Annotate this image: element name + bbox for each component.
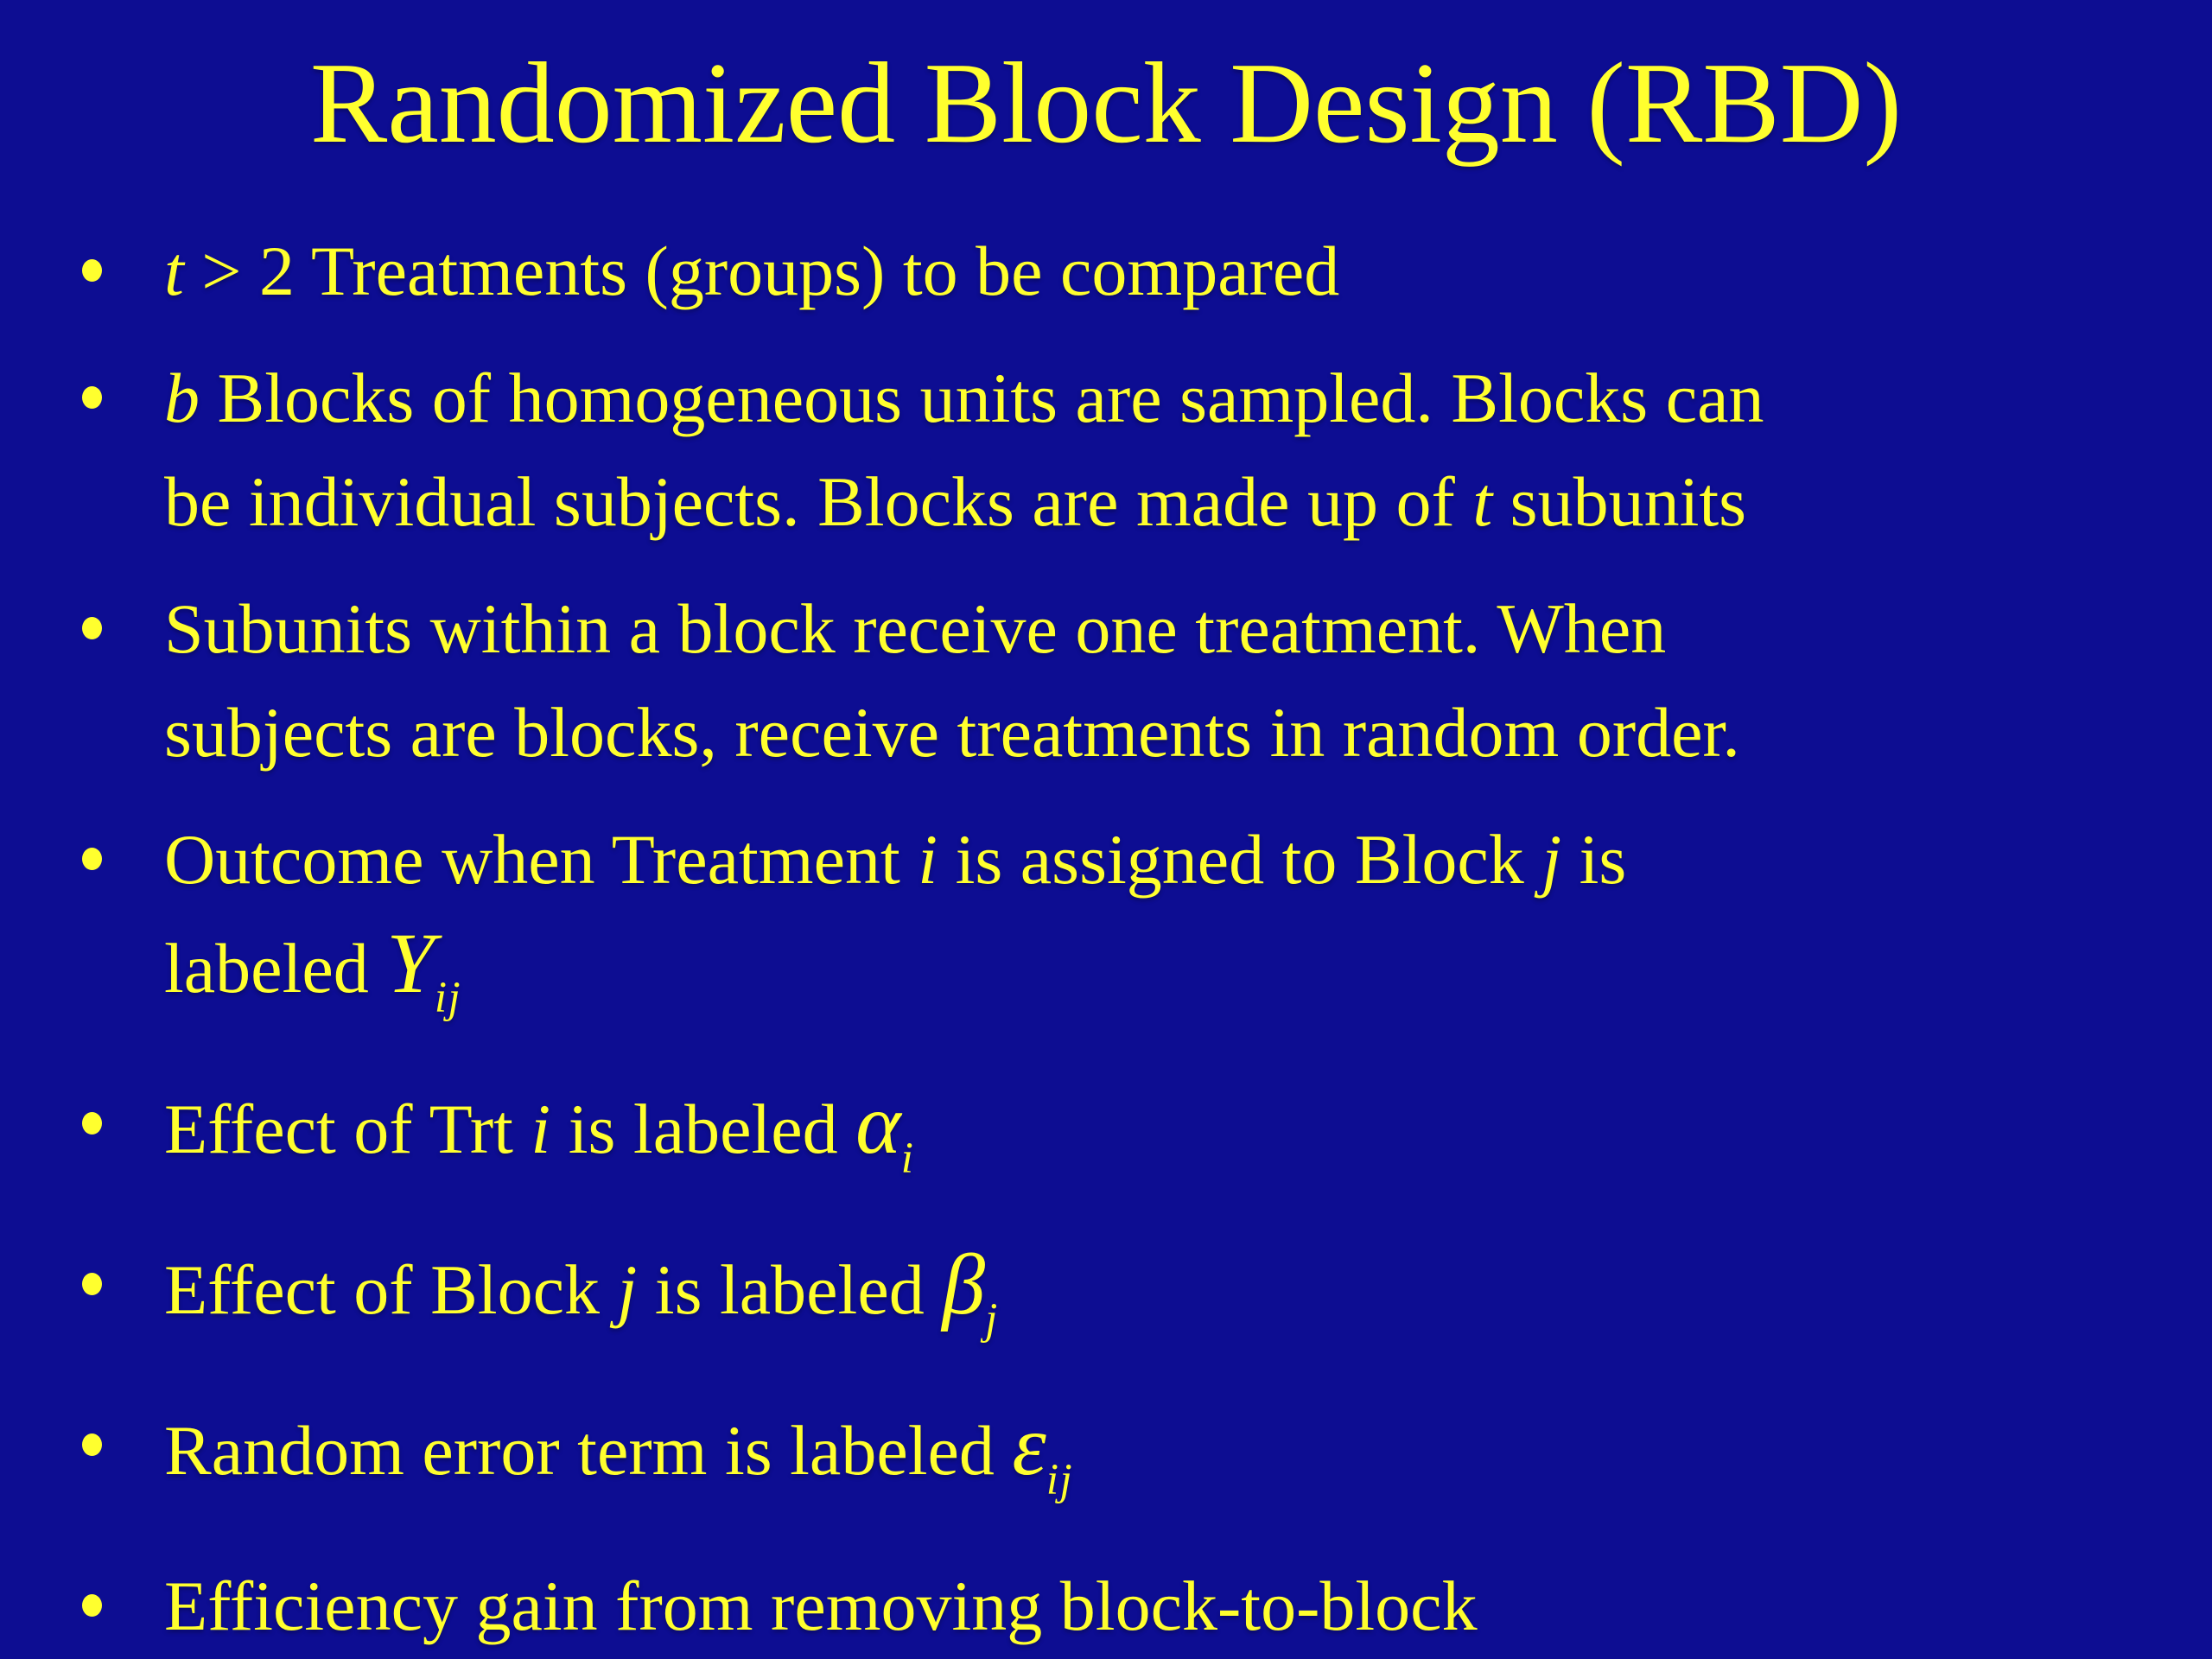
bullet-dot: [82, 1272, 102, 1295]
bullet-item: b Blocks of homogeneous units are sample…: [82, 346, 2145, 554]
variable-italic: i: [531, 1089, 551, 1168]
bullet-dot: [82, 617, 102, 639]
bullet-dot: [82, 259, 102, 282]
equation-variable: β: [942, 1236, 986, 1332]
slide-title: Randomized Block Design (RBD): [309, 39, 1903, 167]
bullet-text: Efficiency gain from removing block-to-b…: [164, 1567, 1478, 1659]
text-segment: Efficiency gain from removing block-to-b…: [164, 1566, 1478, 1645]
text-segment: Random error term is labeled: [164, 1410, 1013, 1490]
bullet-list: t > 2 Treatments (groups) to be compared…: [82, 219, 2145, 1659]
text-segment: be individual subjects. Blocks are made …: [164, 462, 1473, 541]
variable-italic: t: [1472, 462, 1493, 541]
text-segment: is: [1561, 820, 1627, 899]
bullet-item: Effect of Block j is labeled βj: [82, 1233, 2145, 1370]
variable-italic: j: [1541, 820, 1562, 899]
text-segment: is assigned to Block: [938, 820, 1542, 899]
text-segment: Subunits within a block receive one trea…: [164, 589, 1667, 668]
text-segment: > 2 Treatments (groups) to be compared: [183, 232, 1340, 310]
bullet-text: Effect of Block j is labeled βj: [164, 1236, 999, 1343]
variable-italic: j: [617, 1249, 638, 1329]
bullet-text: b Blocks of homogeneous units are sample…: [164, 359, 1764, 541]
text-segment: subunits: [1492, 462, 1747, 541]
bullet-text: t > 2 Treatments (groups) to be compared: [164, 232, 1339, 310]
bullet-item: Random error term is labeled εij: [82, 1394, 2145, 1531]
text-segment: Effect of Trt: [164, 1089, 531, 1168]
equation-subscript: i: [900, 1133, 915, 1182]
bullet-item: Effect of Trt i is labeled αi: [82, 1072, 2145, 1210]
equation-subscript: j: [985, 1294, 999, 1343]
bullet-item: Efficiency gain from removing block-to-b…: [82, 1554, 2145, 1659]
bullet-dot: [82, 1433, 102, 1456]
equation-variable: α: [855, 1075, 901, 1172]
bullet-item: Outcome when Treatment i is assigned to …: [82, 808, 2145, 1049]
bullet-dot: [82, 386, 102, 409]
bullet-item: t > 2 Treatments (groups) to be compared: [82, 219, 2145, 323]
bullet-dot: [82, 1593, 102, 1617]
text-segment: Effect of Block: [164, 1249, 618, 1329]
text-segment: is labeled: [637, 1249, 943, 1329]
variable-italic: i: [918, 820, 938, 899]
bullet-item: Subunits within a block receive one trea…: [82, 577, 2145, 785]
equation-subscript: ij: [434, 972, 462, 1021]
text-segment: Outcome when Treatment: [164, 820, 918, 899]
text-segment: subjects are blocks, receive treatments …: [164, 693, 1740, 772]
bullet-text: Effect of Trt i is labeled αi: [164, 1076, 914, 1182]
bullet-dot: [82, 1111, 102, 1135]
bullet-text: Subunits within a block receive one trea…: [164, 589, 1740, 772]
text-segment: is labeled: [550, 1089, 856, 1168]
bullet-dot: [82, 848, 102, 870]
equation-variable: Y: [386, 915, 435, 1011]
text-segment: labeled: [164, 929, 387, 1007]
equation-subscript: ij: [1046, 1454, 1074, 1503]
bullet-text: Outcome when Treatment i is assigned to …: [164, 820, 1627, 1021]
variable-italic: t: [164, 232, 184, 310]
text-segment: Blocks of homogeneous units are sampled.…: [200, 359, 1764, 437]
equation-variable: ε: [1012, 1396, 1046, 1493]
bullet-text: Random error term is labeled εij: [164, 1397, 1073, 1503]
variable-italic: b: [164, 359, 200, 437]
